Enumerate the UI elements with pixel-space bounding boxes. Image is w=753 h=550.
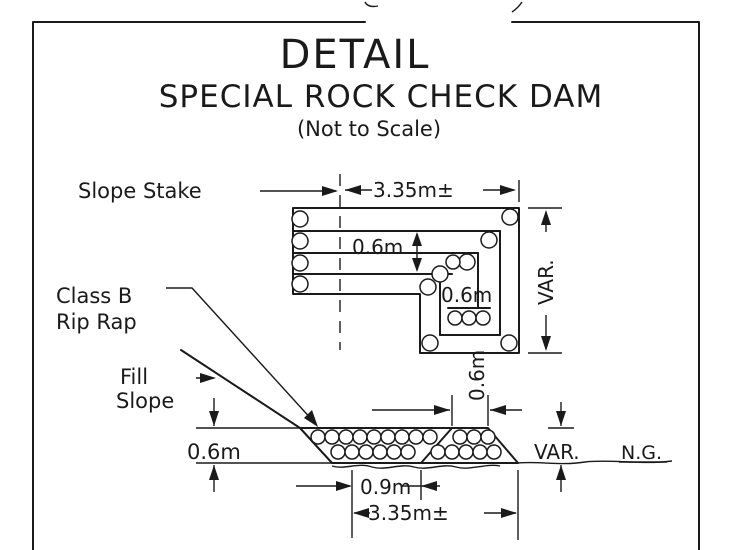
width-top-arrow-right (500, 185, 516, 195)
plan-rock (291, 232, 309, 250)
plan-outline (292, 207, 520, 354)
plan-rock (421, 334, 439, 352)
bottom-width-arrow-left (353, 508, 369, 518)
height-left-arrow-up (209, 465, 219, 480)
bottom-inner-arrow-left (336, 481, 352, 491)
dam-left-wall (299, 427, 333, 464)
crest-arrow-left (434, 405, 450, 415)
section-view: Class B Rip Rap Fill Slope (56, 284, 673, 540)
section-rock (380, 429, 396, 445)
bottom-width-arrow-right (501, 508, 517, 518)
plan-rock (291, 254, 309, 272)
natural-ground-label: N.G. (621, 442, 662, 464)
bottom-width-label: 3.35m± (368, 501, 449, 525)
width-top-arrow-left (345, 185, 361, 195)
bottom-inner-arrow-right (421, 481, 437, 491)
riprap-leader-arrowhead (304, 410, 318, 427)
fill-slope-line (180, 349, 301, 429)
fill-slope-label-line2: Slope (116, 389, 174, 413)
detail-subtitle: SPECIAL ROCK CHECK DAM (159, 79, 604, 115)
section-rock (480, 429, 496, 445)
plan-rock (500, 334, 518, 352)
plan-rock (445, 254, 461, 270)
plan-rock (291, 210, 309, 228)
section-rock (408, 429, 424, 445)
var-arrow-down (541, 336, 551, 351)
var-right-arrow-up (556, 465, 566, 480)
section-rock (386, 444, 402, 460)
section-rock (352, 429, 368, 445)
plan-rock (475, 310, 491, 326)
width-top-label: 3.35m± (373, 178, 454, 202)
plan-rock (480, 231, 498, 249)
depth-a-arrow-down (412, 258, 422, 272)
section-rock (330, 444, 346, 460)
bottom-inner-label: 0.9m (360, 475, 411, 499)
drawing-border (32, 21, 700, 550)
height-crest-label: 0.6m (465, 350, 489, 401)
plan-rock (419, 278, 437, 296)
section-rock (394, 429, 410, 445)
plan-rock (431, 265, 449, 283)
section-rock (338, 429, 354, 445)
depth-a-label: 0.6m (352, 235, 403, 259)
fill-slope-arrowhead (200, 373, 216, 383)
height-left-label: 0.6m (187, 440, 241, 464)
plan-rock (447, 310, 463, 326)
section-rock (344, 444, 360, 460)
section-rock (472, 444, 488, 460)
slope-stake-arrowhead (322, 186, 338, 196)
section-rock (422, 429, 438, 445)
fill-slope-label-line1: Fill (120, 365, 148, 389)
section-rock (444, 444, 460, 460)
section-rock (372, 444, 388, 460)
section-rock (324, 429, 340, 445)
var-right-label: VAR. (534, 440, 580, 464)
sheet-top-curve (364, 1, 523, 13)
riprap-label-line2: Rip Rap (56, 310, 137, 334)
plan-rock (291, 275, 309, 293)
plan-rock (501, 208, 519, 226)
crest-arrow-right (490, 405, 506, 415)
section-rock (466, 429, 482, 445)
section-rock (366, 429, 382, 445)
var-vertical-label: VAR. (534, 259, 558, 305)
section-rock (452, 429, 468, 445)
plan-rock (458, 253, 476, 271)
section-rock (400, 444, 416, 460)
slope-stake-label: Slope Stake (78, 179, 202, 203)
detail-title: DETAIL (280, 32, 431, 78)
var-arrow-up (541, 210, 551, 225)
scale-note: (Not to Scale) (297, 117, 441, 141)
height-left-arrow-down (209, 411, 219, 426)
section-rock (310, 429, 326, 445)
section-rock (486, 444, 502, 460)
depth-a-arrow-up (412, 232, 422, 246)
var-right-arrow-down (556, 411, 566, 426)
section-rock (358, 444, 374, 460)
riprap-label-line1: Class B (56, 284, 132, 308)
depth-b-label: 0.6m (441, 283, 492, 307)
section-rock (430, 444, 446, 460)
riprap-leader (166, 287, 315, 423)
ground-wavy-base (331, 464, 501, 469)
plan-rock (461, 310, 477, 326)
plan-view: Slope Stake 3.35m± 0.6m 0.6m VAR. (78, 174, 562, 354)
section-rock (458, 444, 474, 460)
